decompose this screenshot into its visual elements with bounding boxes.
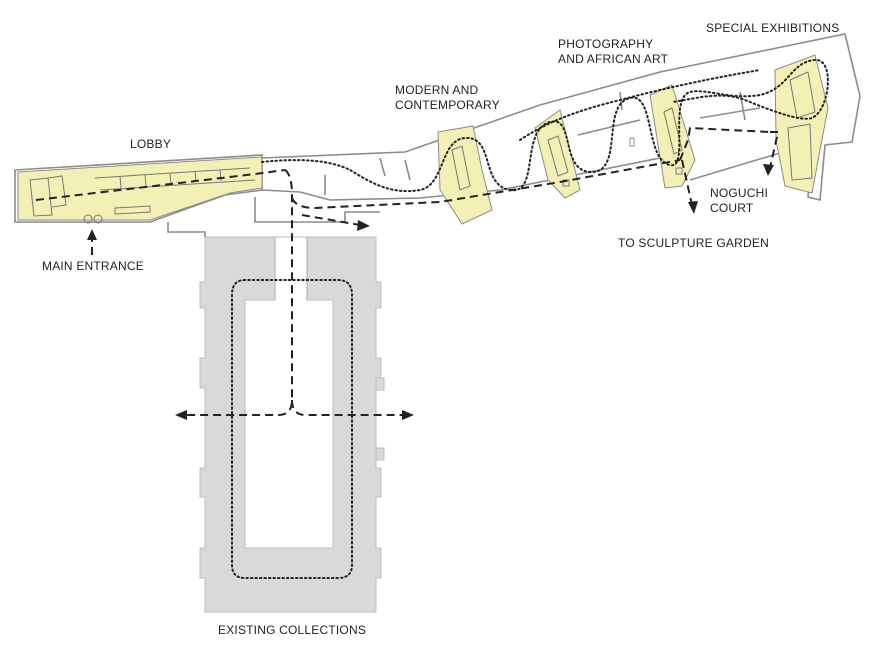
- gallery-loop-routes: [231, 58, 829, 579]
- lobby-wall: [114, 205, 151, 215]
- gallery-partition: [699, 107, 761, 119]
- special-exhibitions-label: SPECIAL EXHIBITIONS: [706, 21, 839, 35]
- special-exhibition-wall: [787, 123, 813, 181]
- lobby-main-route: [35, 169, 286, 201]
- existing-building-loop: [231, 279, 353, 579]
- existing-east-west-route: [291, 399, 405, 416]
- existing-building-pilaster: [375, 447, 385, 461]
- modern-gallery-wall: [451, 145, 471, 191]
- lobby-desk: [29, 177, 53, 217]
- gallery-partition: [404, 159, 411, 181]
- lobby-stair: [99, 179, 256, 191]
- noguchi-court-label-line2: COURT: [710, 201, 754, 215]
- photography-label-line2: AND AFRICAN ART: [558, 52, 669, 66]
- lobby-label: LOBBY: [130, 137, 171, 151]
- primary-circulation-routes: [35, 126, 780, 416]
- lobby-stair-step: [169, 172, 172, 185]
- gallery-partition: [379, 157, 386, 177]
- photography-label-line1: PHOTOGRAPHY: [558, 37, 653, 51]
- arrow-east-icon: [357, 220, 370, 231]
- arrow-west-icon: [175, 410, 187, 420]
- arrow-down-icon: [763, 164, 774, 176]
- column: [629, 137, 635, 147]
- lobby-stair-step: [119, 175, 122, 189]
- to-terrace-route: [301, 214, 361, 226]
- arrow-east-icon: [402, 410, 414, 420]
- gallery-partition: [577, 119, 641, 136]
- special-exhibition-wall: [789, 71, 816, 119]
- lobby-desk: [47, 175, 67, 208]
- photo-gallery-2-wall: [663, 107, 683, 155]
- sculpture-garden-label: TO SCULPTURE GARDEN: [618, 236, 769, 250]
- arrow-up-icon: [87, 229, 97, 240]
- modern-contemporary-gallery: [437, 125, 493, 225]
- arrow-down-icon: [688, 201, 698, 214]
- modern-contemporary-label-line2: CONTEMPORARY: [395, 98, 500, 112]
- entrance-door: [83, 214, 93, 224]
- existing-collections-building: [199, 236, 385, 613]
- gallery-partition: [619, 91, 623, 111]
- new-wing-gallery-loop: [261, 58, 829, 193]
- sculpture-garden-route: [681, 159, 693, 206]
- modern-contemporary-label-line1: MODERN AND: [395, 83, 478, 97]
- lobby-to-existing-route: [185, 169, 293, 416]
- special-exhibitions-route: [769, 131, 780, 169]
- photo-gallery-wall: [547, 135, 569, 177]
- route-arrowheads: [87, 164, 774, 420]
- special-exhibitions-gallery: [774, 54, 829, 194]
- photography-gallery-2: [649, 84, 696, 189]
- photography-african-art-gallery: [534, 109, 581, 199]
- entry-canopy: [167, 222, 206, 237]
- lobby-stair-step: [144, 174, 147, 187]
- upper-gallery-loop: [519, 69, 761, 141]
- entrance-door: [93, 214, 103, 224]
- noguchi-route: [679, 126, 771, 161]
- existing-collections-label: EXISTING COLLECTIONS: [218, 623, 366, 637]
- diagram-labels: LOBBY MAIN ENTRANCE MODERN AND CONTEMPOR…: [42, 21, 839, 637]
- lobby-stair: [94, 167, 251, 179]
- lobby-stair-step: [219, 169, 222, 182]
- main-entrance-label: MAIN ENTRANCE: [42, 259, 144, 273]
- photo-gallery-2-plinth: [675, 167, 683, 175]
- noguchi-court-label-line1: NOGUCHI: [710, 186, 768, 200]
- existing-building-pilaster: [375, 377, 385, 391]
- lower-connector-route: [291, 159, 681, 210]
- gallery-inner-walls: [29, 71, 816, 224]
